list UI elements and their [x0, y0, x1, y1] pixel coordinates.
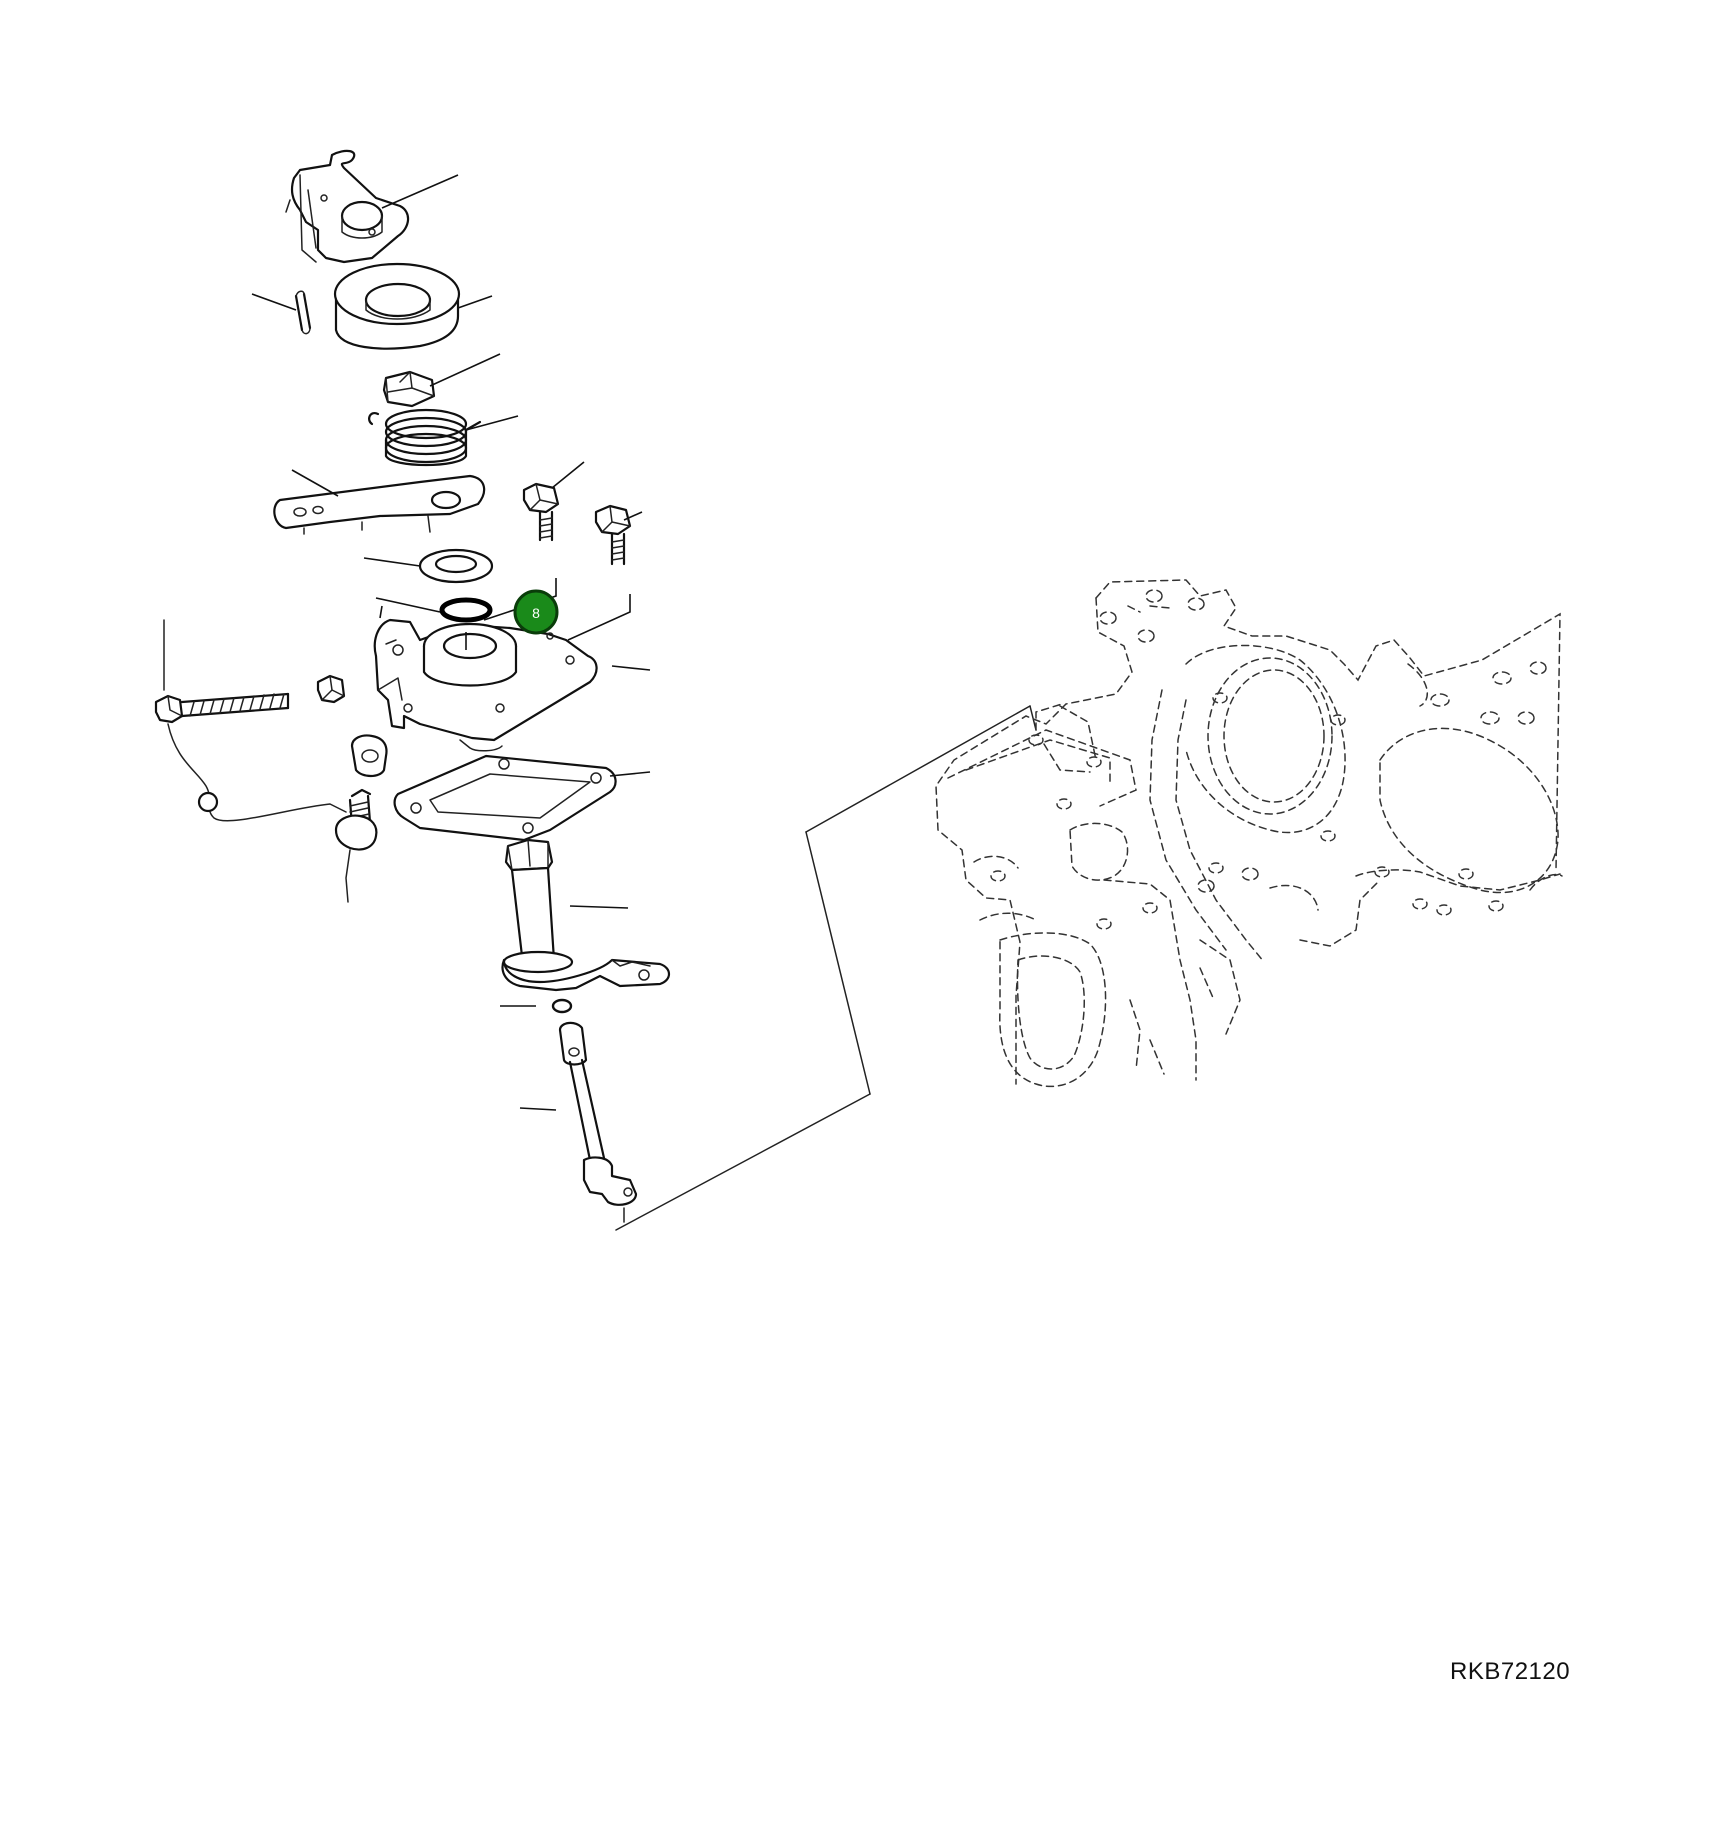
roll-pin[interactable]	[294, 290, 312, 335]
control-rod[interactable]	[558, 1021, 638, 1223]
seal-wire	[163, 619, 351, 903]
torsion-spring[interactable]	[368, 408, 482, 467]
lever-arm[interactable]	[273, 474, 486, 535]
flat-washer[interactable]	[418, 548, 494, 584]
callout-leaders	[251, 174, 651, 1111]
governor-housing[interactable]	[373, 618, 598, 752]
callout-8-label: 8	[532, 605, 540, 621]
adjusting-bolt[interactable]	[154, 674, 346, 724]
callout-8-marker[interactable]: 8	[513, 589, 559, 635]
hex-bolt-a[interactable]	[522, 482, 560, 542]
hex-bolt-b[interactable]	[594, 504, 632, 566]
small-o-ring[interactable]	[551, 998, 573, 1014]
top-bracket[interactable]	[285, 149, 410, 264]
flange-gasket[interactable]	[393, 754, 617, 842]
drawing-reference-code: RKB72120	[1450, 1658, 1571, 1685]
o-ring[interactable]	[439, 597, 493, 623]
engine-block-outline	[935, 579, 1563, 1088]
assembly-boundary	[615, 705, 1037, 1231]
hex-nut-upper[interactable]	[382, 370, 436, 408]
eccentric-collar[interactable]	[333, 262, 461, 350]
stop-screw-assembly[interactable]	[334, 734, 388, 851]
governor-shaft[interactable]	[501, 838, 671, 992]
